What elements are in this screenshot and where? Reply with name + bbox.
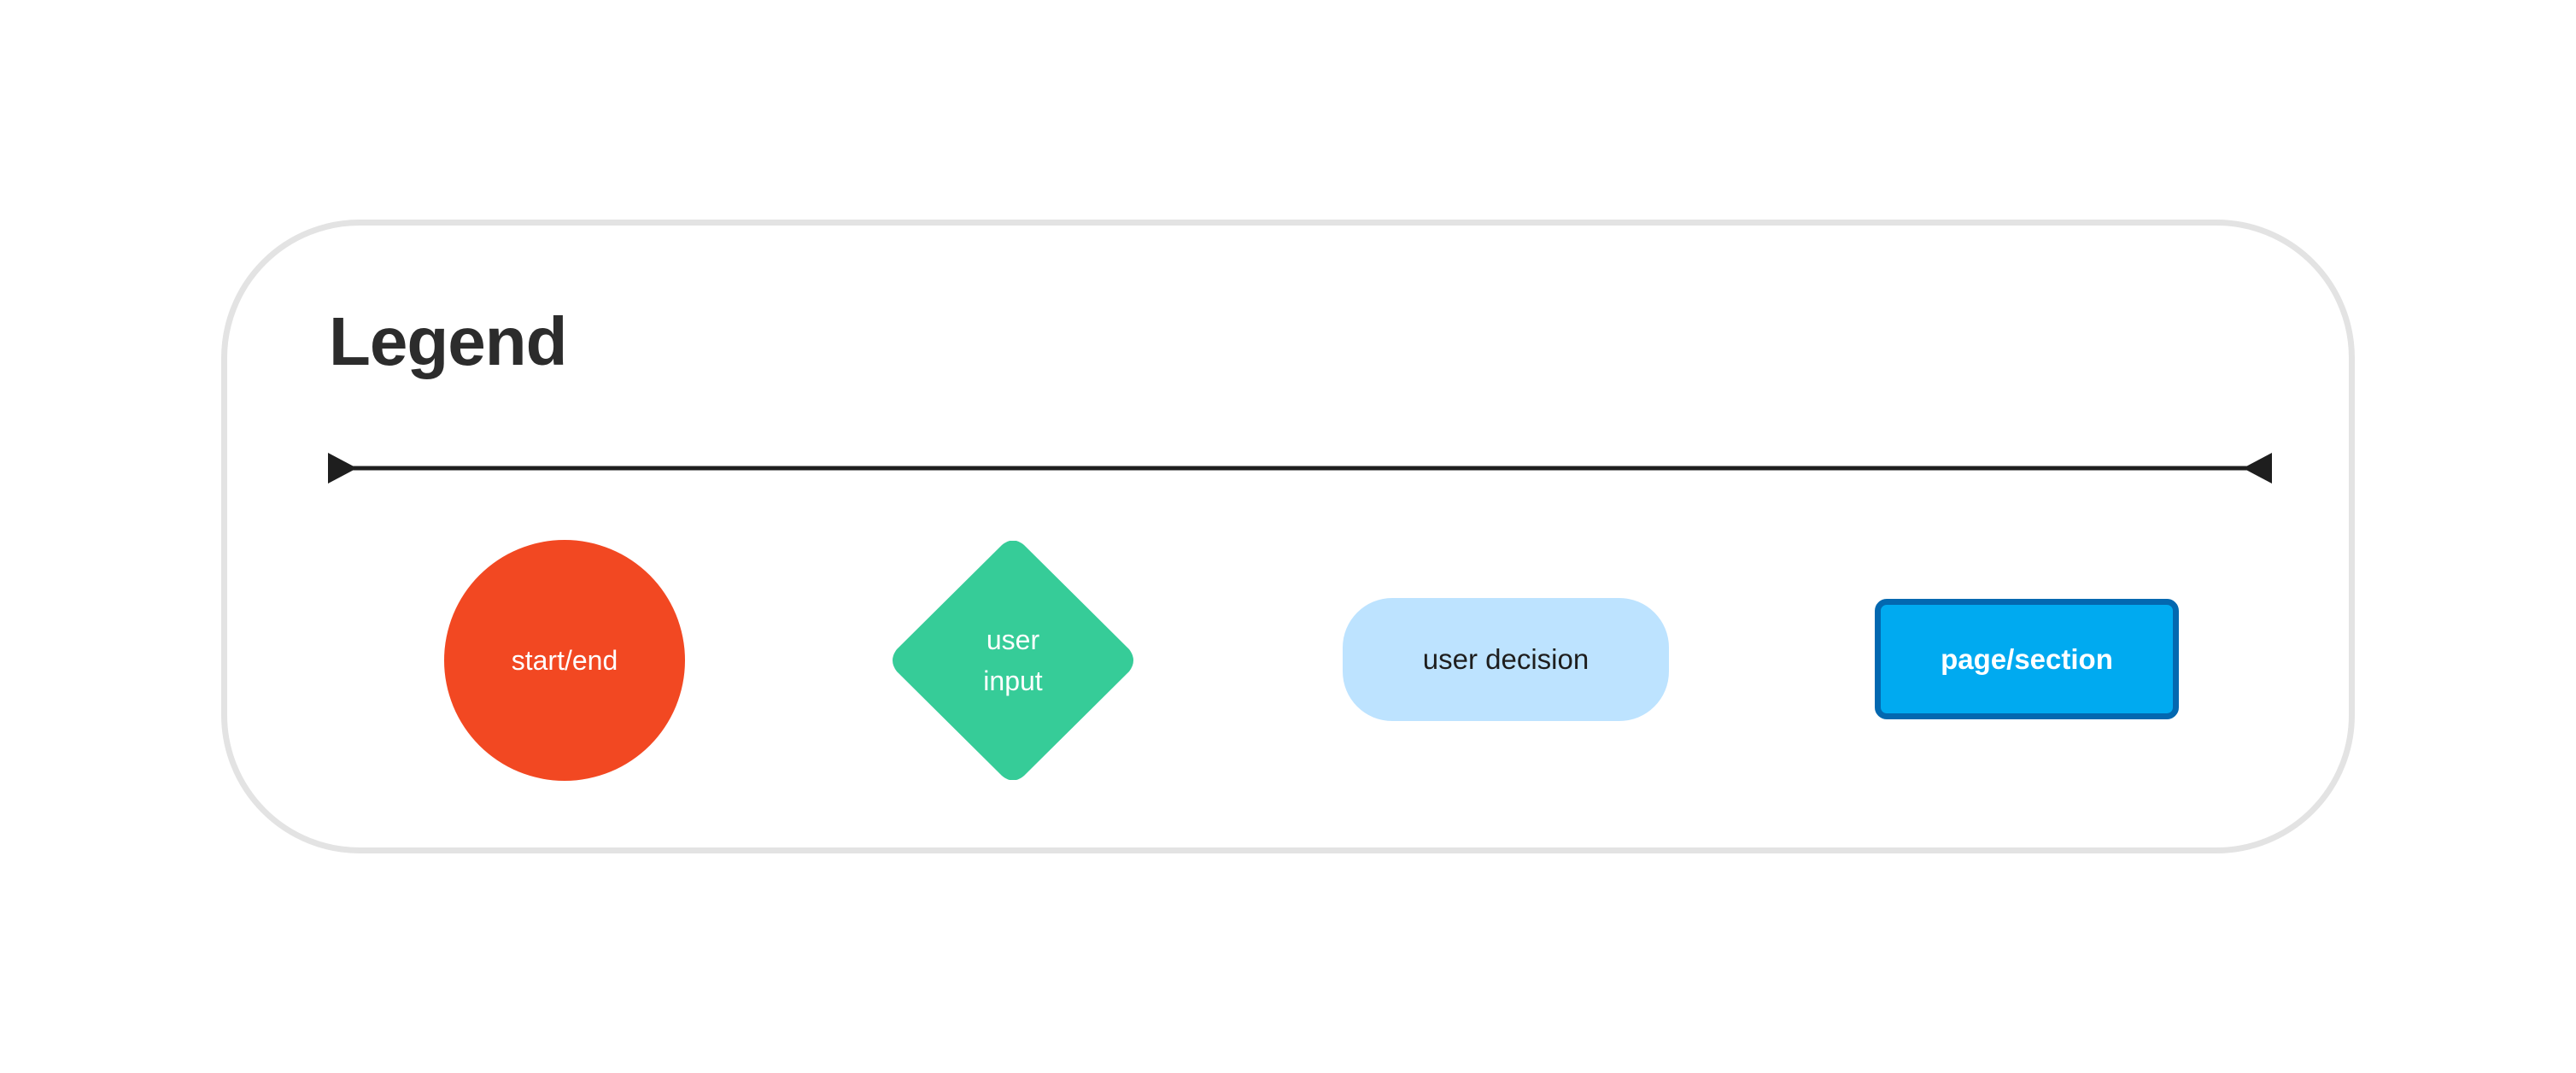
user-decision-label: user decision [1422, 643, 1590, 675]
user-input-label-line-2: input [983, 665, 1043, 696]
diamond-icon [893, 541, 1133, 780]
start-end-shape: start/end [444, 540, 685, 781]
legend-title: Legend [329, 303, 567, 379]
user-input-label: user input [890, 541, 1136, 780]
user-input-label-line-1: user [986, 624, 1040, 655]
connector-line [328, 453, 2272, 484]
start-end-label: start/end [511, 645, 618, 676]
arrowhead-left-icon [328, 453, 357, 484]
user-input-shape: user input [890, 541, 1136, 780]
arrowhead-right-icon [2243, 453, 2272, 484]
page-section-shape: page/section [1875, 599, 2179, 719]
user-decision-shape: user decision [1343, 598, 1669, 721]
page-section-label: page/section [1941, 642, 2113, 675]
